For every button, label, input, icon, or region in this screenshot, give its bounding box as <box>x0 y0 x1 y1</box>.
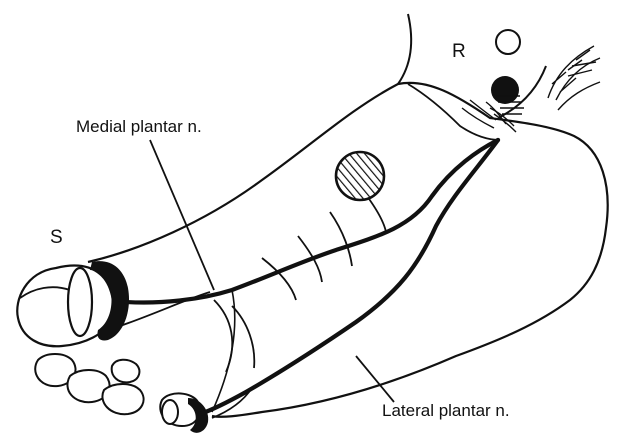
lateral-plantar-nerve-label: Lateral plantar n. <box>382 402 510 419</box>
ankle-shading <box>462 46 600 132</box>
ground-electrode <box>334 150 386 202</box>
medial-plantar-nerve-label: Medial plantar n. <box>76 118 202 135</box>
reference-electrode <box>496 30 520 54</box>
medial-plantar-nerve <box>126 140 498 303</box>
lateral-leader <box>356 356 394 402</box>
recording-electrode <box>491 76 519 104</box>
lesser-toes <box>35 354 143 414</box>
medial-leader <box>150 140 214 290</box>
stimulating-electrode-label: S <box>50 228 63 247</box>
recording-electrode-label: R <box>452 42 466 61</box>
